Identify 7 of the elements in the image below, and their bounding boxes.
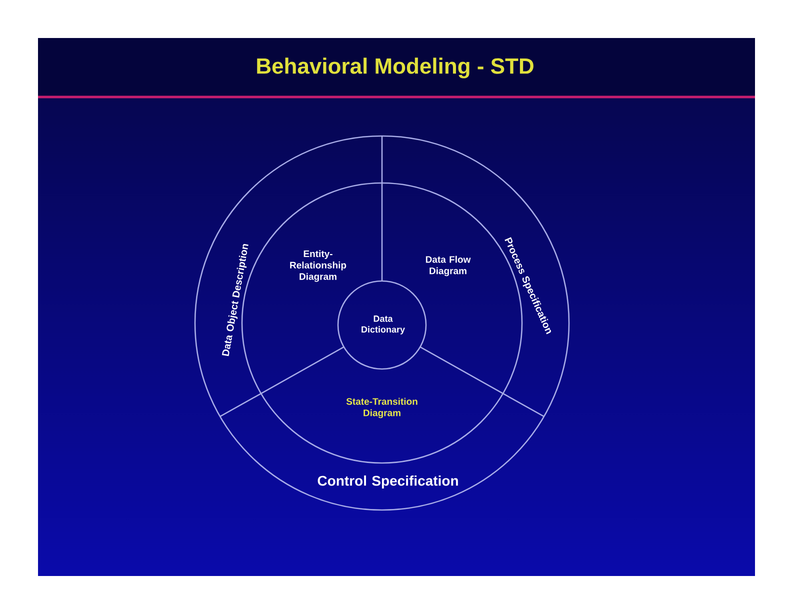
sector-label: Entity-Relationship Diagram (290, 250, 346, 282)
sector-label: State-Transition Diagram (346, 398, 418, 418)
ring-label: Data Object Description (222, 244, 248, 356)
slide-title: Behavioral Modeling - STD (257, 58, 534, 78)
ring-label: Control Specification (318, 475, 458, 489)
sector-label: Data Flow Diagram (426, 256, 471, 276)
center-label: Data Dictionary (362, 316, 405, 334)
